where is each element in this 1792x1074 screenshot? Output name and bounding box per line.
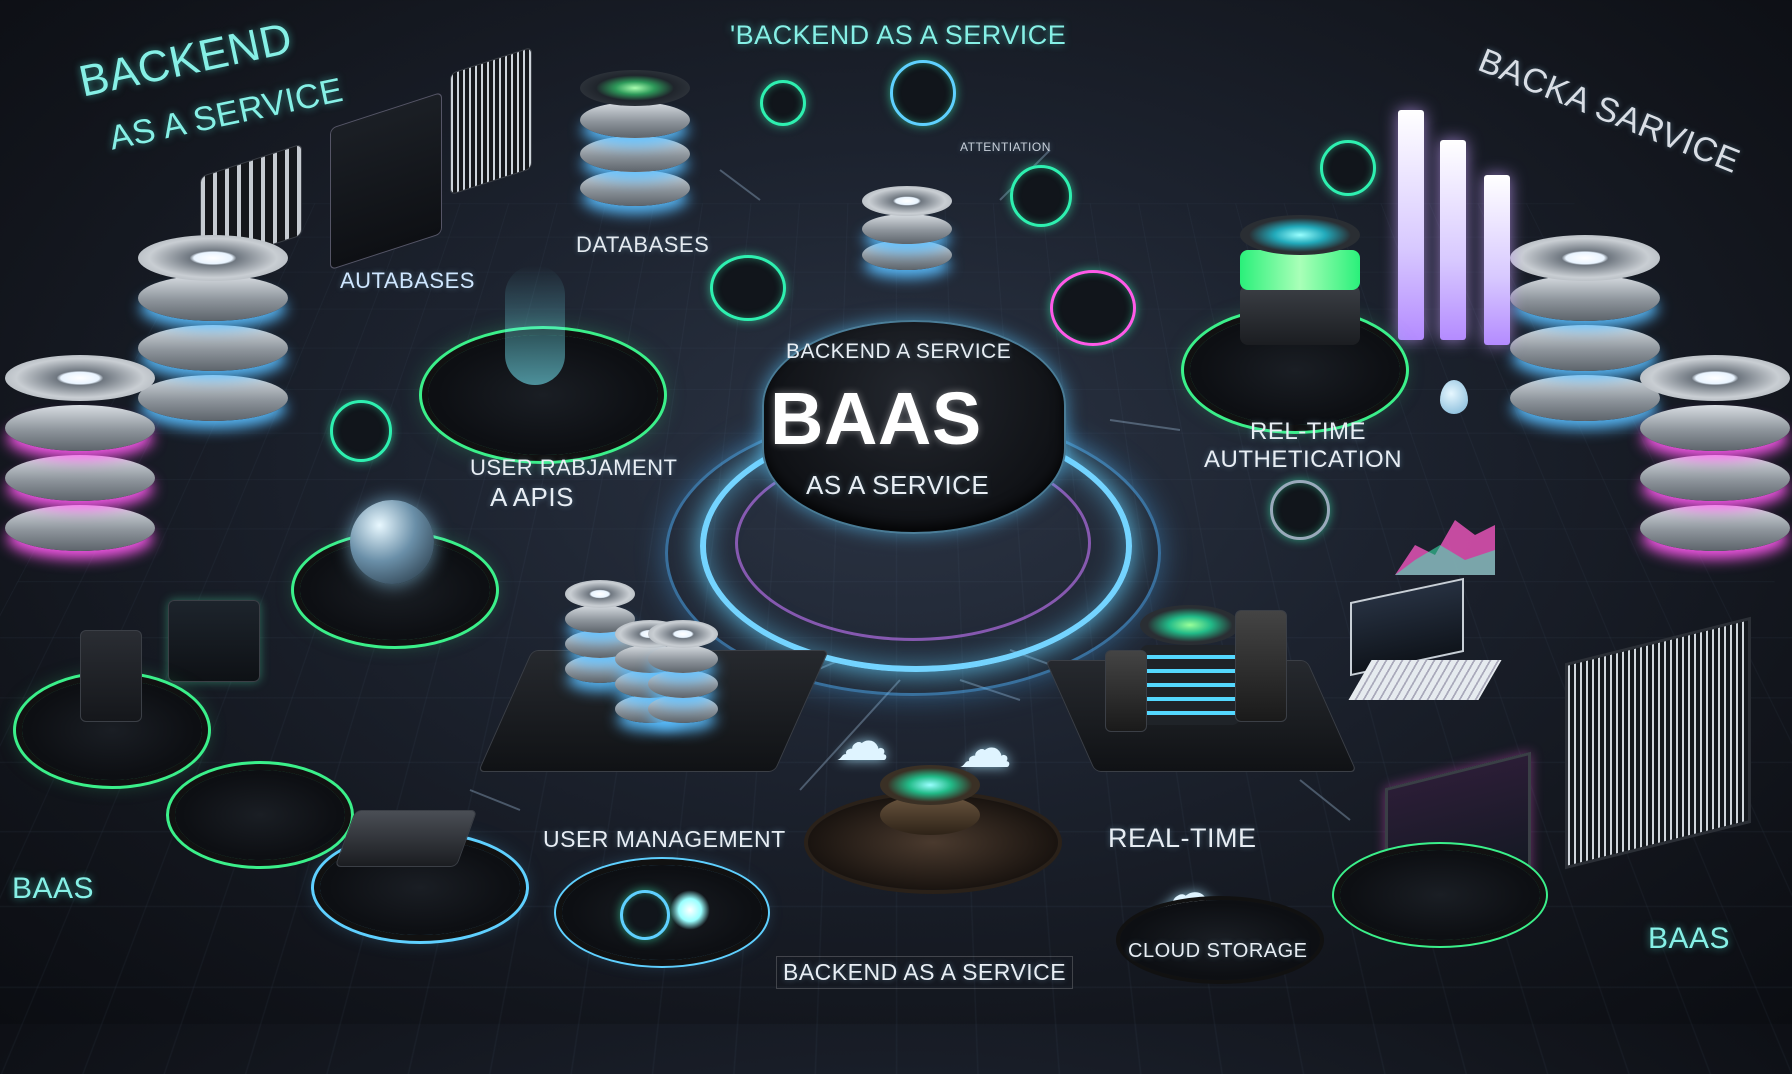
server-panel [1235,610,1287,722]
database-icon [862,170,952,300]
database-icon [648,605,718,755]
device-panel-left [168,600,260,682]
droplet-icon [1440,380,1468,414]
cloud-icon: ☁ [958,719,1012,779]
hub-core [762,320,1066,534]
light-orb [670,890,710,930]
database-icon [1640,335,1790,595]
label-user-management: USER MANAGEMENT [543,826,786,852]
area-chart-icon [1395,520,1495,575]
hub-sub-label: AS A SERVICE [806,470,990,500]
label-user-rab-line1: USER RABJAMENT [470,455,678,480]
chip-icon [1270,480,1330,540]
api-icon [710,255,786,321]
cloud-icon: ☁ [835,712,889,772]
hub-top-label: BACKEND A SERVICE [786,340,1012,363]
label-bottom-center: BACKEND AS A SERVICE [776,956,1074,989]
server-icon [1140,590,1240,740]
server-panel [1105,650,1147,732]
monitor-platform [1340,850,1540,940]
chart-icon [1440,140,1466,340]
small-attr-label: ATTENTIATION [960,140,1051,154]
chart-icon [1484,175,1510,345]
database-icon [1510,215,1660,495]
lock-icon [330,400,392,462]
document-icon [334,810,478,867]
label-bottom-left: BAAS [12,872,95,905]
label-user-rab-line2: A APIS [490,482,574,512]
label-real-time-auth-line1: REL-TIME [1250,418,1367,445]
label-real-time-auth-line2: AUTHETICATION [1204,446,1403,473]
cloud-platform [1120,900,1320,980]
user-icon [1050,270,1136,346]
server-icon [80,630,142,722]
server-icon [880,750,980,850]
database-icon [5,335,155,595]
title-top-center: 'BACKEND AS A SERVICE [730,20,1067,50]
label-bottom-right: BAAS [1648,922,1731,955]
database-icon [580,50,690,250]
label-databases-left: AUTABASES [340,268,475,293]
api-icon [890,60,956,126]
settings-icon [620,890,670,940]
globe-icon [350,500,434,584]
database-icon [138,215,288,495]
label-cloud-storage: CLOUD STORAGE [1128,940,1308,962]
icon-platform-left [175,770,345,860]
label-real-time: REAL-TIME [1108,823,1257,853]
hub-main-label: BAAS [770,377,982,460]
hologram-beam [505,265,565,385]
laptop-keyboard [1348,660,1502,700]
tools-icon [1010,165,1072,227]
server-icon [1240,205,1360,365]
gear-icon [760,80,806,126]
label-databases-center: DATABASES [576,232,710,257]
chart-icon [1398,110,1424,340]
settings-icon [1320,140,1376,196]
